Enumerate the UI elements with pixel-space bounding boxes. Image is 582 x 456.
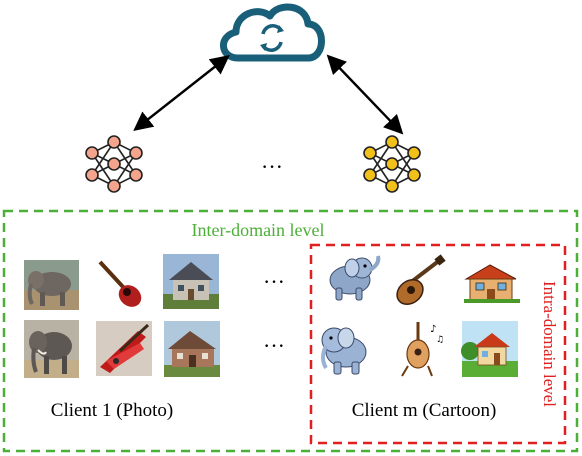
cloud-sync-icon xyxy=(220,3,325,62)
network-node xyxy=(85,168,99,182)
neural-network-icon xyxy=(363,135,421,193)
network-node xyxy=(385,135,399,149)
network-node xyxy=(385,157,399,171)
elephant-cartoon-icon xyxy=(329,255,381,301)
ellipsis-row-2: ··· xyxy=(263,333,285,358)
neural-network-icon xyxy=(85,135,143,193)
client-m-label: Client m (Cartoon) xyxy=(352,400,497,421)
arrow-right xyxy=(326,54,404,135)
elephant-photo-icon xyxy=(24,320,79,378)
network-node xyxy=(407,168,421,182)
network-node xyxy=(363,168,377,182)
house-photo-icon xyxy=(163,254,219,309)
ellipsis-top: ··· xyxy=(261,154,283,179)
intra-domain-label: Intra-domain level xyxy=(540,281,559,407)
svg-text:♪: ♪ xyxy=(430,324,436,335)
house-cartoon-icon xyxy=(464,264,520,303)
network-node xyxy=(107,135,121,149)
house-photo-icon xyxy=(164,321,220,377)
network-node xyxy=(129,146,143,160)
elephant-cartoon-icon xyxy=(321,327,367,375)
network-node xyxy=(385,179,399,193)
network-node xyxy=(85,146,99,160)
svg-text:♫: ♫ xyxy=(436,335,444,345)
network-node xyxy=(107,179,121,193)
guitar-cartoon-icon: ♪ ♫ xyxy=(401,322,444,377)
client-1-label: Client 1 (Photo) xyxy=(51,400,173,421)
guitar-photo-icon xyxy=(96,321,152,376)
inter-domain-box xyxy=(2,209,579,453)
network-node xyxy=(129,168,143,182)
network-node xyxy=(363,146,377,160)
network-node xyxy=(407,146,421,160)
house-cartoon-icon xyxy=(461,321,518,377)
client-1-images xyxy=(24,254,220,378)
intra-domain-box xyxy=(309,243,567,445)
inter-domain-label: Inter-domain level xyxy=(191,220,324,240)
guitar-photo-icon xyxy=(94,258,146,310)
arrow-left xyxy=(133,55,230,131)
ellipsis-row-1: ··· xyxy=(263,269,285,294)
network-node xyxy=(107,157,121,171)
client-m-images: ♪ ♫ xyxy=(321,254,520,377)
guitar-cartoon-icon xyxy=(396,254,446,305)
elephant-photo-icon xyxy=(24,260,79,310)
